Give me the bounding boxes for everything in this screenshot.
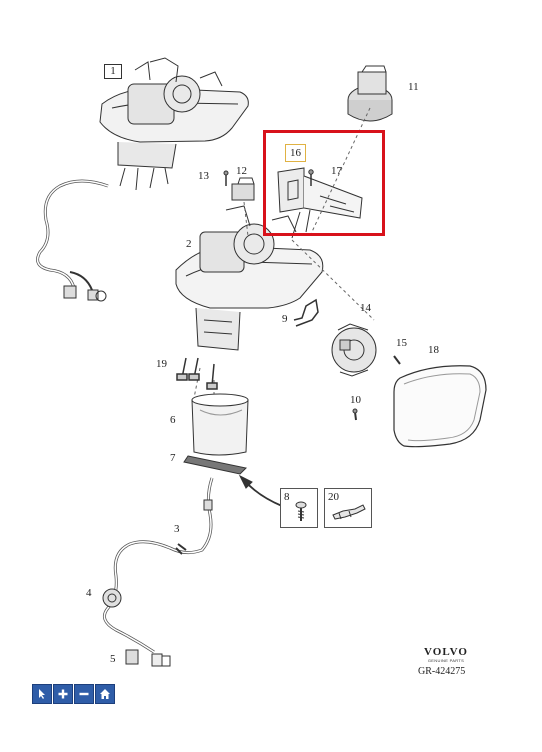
home-icon — [100, 689, 110, 699]
part-label-18: 18 — [428, 344, 439, 356]
part-label-5: 5 — [110, 653, 116, 665]
pointer-button[interactable] — [32, 684, 52, 704]
mirror-housing-part — [99, 57, 249, 191]
motor-part — [347, 65, 393, 122]
connector-part — [125, 649, 139, 665]
part-label-4: 4 — [86, 587, 92, 599]
part-label-17: 17 — [331, 165, 342, 177]
home-button[interactable] — [95, 684, 115, 704]
grommet-part — [102, 588, 122, 608]
mirror-glass-part — [393, 365, 487, 448]
zoom-out-button[interactable] — [74, 684, 94, 704]
actuator-part — [223, 170, 255, 201]
adjuster-part — [331, 323, 377, 377]
brand-subtitle: GENUINE PARTS — [427, 658, 465, 663]
highlight-box — [263, 130, 385, 236]
part-label-6: 6 — [170, 414, 176, 426]
part-label-19: 19 — [156, 358, 167, 370]
part-label-8: 8 — [284, 491, 290, 503]
part-label-14: 14 — [360, 302, 371, 314]
bracket-part — [277, 167, 363, 239]
callout-box-8: 8 — [280, 488, 318, 528]
zoom-out-icon — [79, 692, 89, 696]
cable-part — [102, 477, 214, 654]
part-label-13: 13 — [198, 170, 209, 182]
part-label-9: 9 — [282, 313, 288, 325]
brand-logo: VOLVO GENUINE PARTS — [416, 646, 476, 663]
part-label-7: 7 — [170, 452, 176, 464]
part-label-20: 20 — [328, 491, 339, 503]
part-label-11: 11 — [408, 81, 419, 93]
zoom-in-icon — [58, 689, 68, 699]
part-label-10: 10 — [350, 394, 361, 406]
brand-name: VOLVO — [424, 646, 468, 658]
part-label-2: 2 — [186, 238, 192, 250]
screw-icon — [295, 501, 307, 521]
part-label-12: 12 — [236, 165, 247, 177]
gasket-part — [183, 455, 248, 475]
diagram-reference: GR-424275 — [418, 666, 466, 677]
bolt-part — [176, 357, 218, 390]
pointer-icon — [39, 689, 45, 699]
terminal-icon — [332, 504, 366, 520]
part-label-16: 16 — [285, 144, 306, 162]
part-label-1: 1 — [104, 64, 122, 79]
callout-box-20: 20 — [324, 488, 372, 528]
part-label-3: 3 — [174, 523, 180, 535]
zoom-in-button[interactable] — [53, 684, 73, 704]
zoom-toolbar — [32, 684, 115, 704]
part-label-15: 15 — [396, 337, 407, 349]
clip-part — [293, 298, 319, 327]
